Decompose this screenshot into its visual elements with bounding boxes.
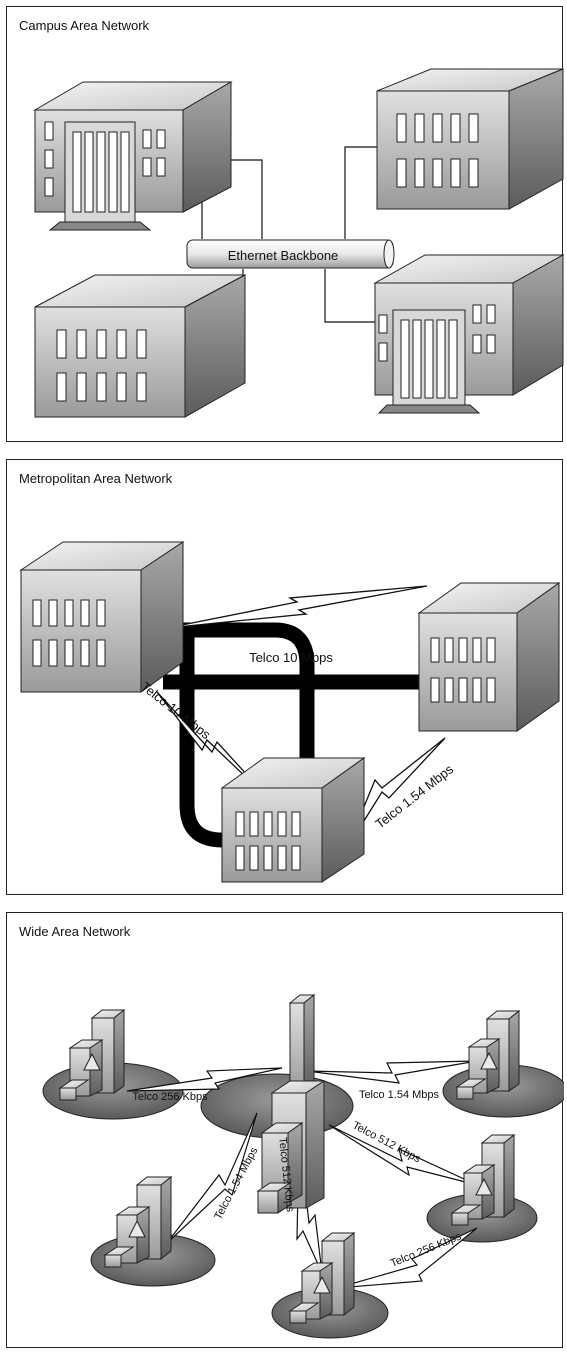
metro-building-bottom <box>220 757 366 883</box>
campus-diagram: Ethernet Backbone <box>33 68 564 418</box>
wan-site-building-right <box>455 1009 521 1100</box>
metro-link-top-label: Telco 10 Mbps <box>249 650 333 665</box>
wan-diagram: Telco 256 Kbps Telco 1.54 Mbps Telco 512… <box>42 993 564 1339</box>
campus-building-top-left <box>33 81 233 231</box>
metro-panel: Metropolitan Area Network <box>6 459 563 895</box>
metro-title: Metropolitan Area Network <box>19 471 173 486</box>
wan-site-building-bottom <box>288 1231 356 1324</box>
campus-title: Campus Area Network <box>19 18 150 33</box>
wan-link-left-label: Telco 256 Kbps <box>132 1091 208 1103</box>
wan-site-building-left <box>58 1008 126 1101</box>
wan-link-right-label: Telco 1.54 Mbps <box>359 1089 440 1101</box>
campus-building-bottom-left <box>34 274 246 418</box>
wan-site-building-lower-right <box>450 1133 516 1226</box>
wan-lightning-links <box>126 1060 478 1289</box>
wan-panel: Wide Area Network <box>6 912 564 1348</box>
metro-building-right <box>417 582 561 732</box>
campus-panel: Campus Area Network <box>6 6 564 442</box>
campus-building-top-right <box>376 68 564 210</box>
metro-diagram: Telco 10 Mbps Telco 10 Mbps Telco 1.54 M… <box>19 541 561 883</box>
wan-title: Wide Area Network <box>19 924 131 939</box>
metro-building-left <box>19 541 185 693</box>
wan-hq-tower <box>256 993 326 1214</box>
campus-building-bottom-right <box>373 254 564 414</box>
wan-site-building-lower-left <box>103 1175 173 1268</box>
ethernet-backbone <box>186 239 395 269</box>
backbone-label: Ethernet Backbone <box>228 248 339 263</box>
